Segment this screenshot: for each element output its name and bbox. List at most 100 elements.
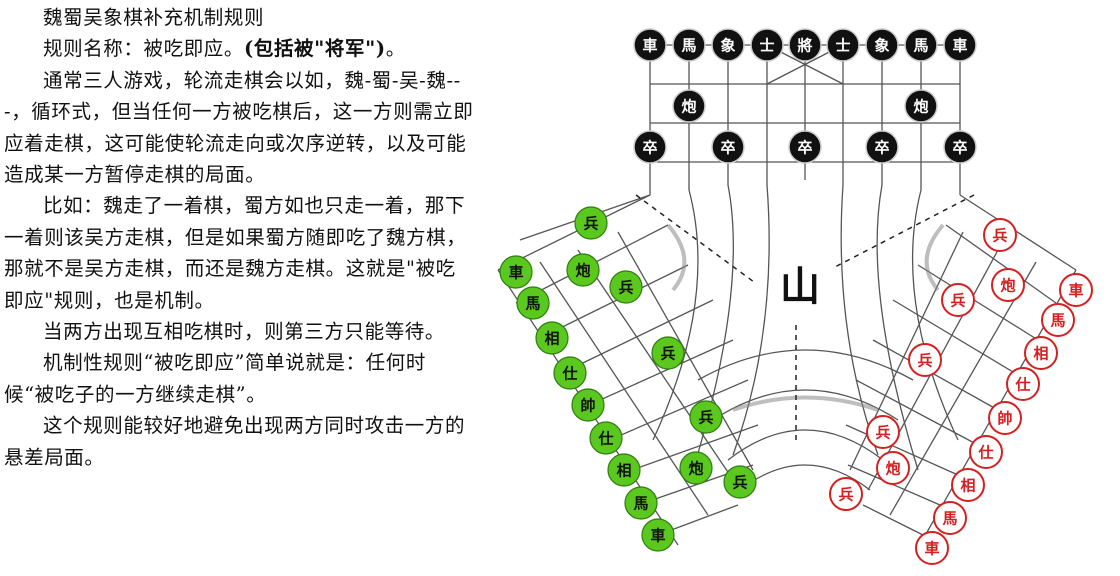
green-soldier-0-label: 兵: [583, 215, 598, 233]
black-back-piece-3[interactable]: 士: [750, 28, 784, 62]
center-mountain-label: 山: [780, 264, 820, 310]
green-cannon-1[interactable]: 炮: [679, 451, 713, 485]
black-soldier-1-label: 卒: [720, 139, 735, 157]
black-back-piece-8[interactable]: 車: [943, 28, 977, 62]
green-back-piece-2[interactable]: 相: [535, 321, 569, 355]
paragraph-mutual-capture: 当两方出现互相吃棋时，则第三方只能等待。: [43, 320, 446, 344]
three-kingdoms-board: 山 車馬象士將士象馬車炮炮卒卒卒卒卒車馬相仕帥仕相馬車炮炮兵兵兵兵兵車馬相仕帥仕…: [497, 28, 1093, 565]
red-soldier-3-label: 兵: [875, 424, 890, 442]
red-back-piece-0-label: 車: [1068, 282, 1083, 300]
red-back-piece-2[interactable]: 相: [1024, 336, 1058, 370]
black-soldier-0[interactable]: 卒: [633, 130, 667, 164]
green-soldier-4[interactable]: 兵: [723, 465, 757, 499]
red-back-piece-6[interactable]: 相: [951, 468, 985, 502]
green-back-piece-8-label: 車: [650, 527, 665, 545]
black-back-piece-6-label: 象: [874, 37, 889, 55]
red-back-piece-4[interactable]: 帥: [988, 401, 1022, 435]
green-soldier-0[interactable]: 兵: [574, 206, 608, 240]
red-soldier-4[interactable]: 兵: [829, 477, 863, 511]
green-cannon-0[interactable]: 炮: [566, 253, 600, 287]
green-soldier-1[interactable]: 兵: [609, 270, 643, 304]
red-cannon-1-label: 炮: [885, 460, 900, 478]
black-soldier-2[interactable]: 卒: [788, 130, 822, 164]
red-back-piece-1[interactable]: 馬: [1041, 303, 1075, 337]
black-soldier-3[interactable]: 卒: [865, 130, 899, 164]
black-back-piece-7-label: 馬: [913, 37, 928, 55]
red-soldier-4-label: 兵: [838, 486, 853, 504]
green-back-piece-4-label: 帥: [580, 397, 595, 415]
green-back-piece-0[interactable]: 車: [499, 255, 533, 289]
red-soldier-2[interactable]: 兵: [908, 343, 942, 377]
black-back-piece-0[interactable]: 車: [633, 28, 667, 62]
black-soldier-4[interactable]: 卒: [943, 130, 977, 164]
black-cannon-1[interactable]: 炮: [904, 89, 938, 123]
red-back-piece-0[interactable]: 車: [1059, 273, 1093, 307]
black-back-piece-0-label: 車: [642, 37, 657, 55]
green-soldier-1-label: 兵: [618, 279, 633, 297]
black-back-piece-3-label: 士: [759, 37, 774, 55]
green-back-piece-7[interactable]: 馬: [624, 486, 658, 520]
green-soldier-2-label: 兵: [660, 345, 675, 363]
red-cannon-1[interactable]: 炮: [876, 451, 910, 485]
rule-name-line: 规则名称：被吃即应。(包括被"将军")。: [4, 33, 474, 64]
red-back-piece-1-label: 馬: [1050, 312, 1065, 330]
black-soldier-4-label: 卒: [952, 139, 967, 157]
green-back-piece-4[interactable]: 帥: [571, 388, 605, 422]
red-back-piece-6-label: 相: [960, 477, 975, 495]
red-back-piece-2-label: 相: [1033, 345, 1048, 363]
green-soldier-3-label: 兵: [698, 409, 713, 427]
red-back-piece-4-label: 帥: [997, 410, 1012, 428]
paragraph-turn-order: 通常三人游戏，轮流走棋会以如，魏-蜀-吴-魏---，循环式，但当任何一方被吃棋后…: [4, 68, 474, 187]
red-soldier-1-label: 兵: [950, 292, 965, 310]
red-back-piece-8-label: 車: [924, 540, 939, 558]
black-back-piece-6[interactable]: 象: [865, 28, 899, 62]
green-back-piece-3[interactable]: 仕: [553, 356, 587, 390]
red-soldier-0[interactable]: 兵: [983, 218, 1017, 252]
rules-text-panel: 魏蜀吴象棋补充机制规则 规则名称：被吃即应。(包括被"将军")。 通常三人游戏，…: [4, 2, 474, 473]
red-back-piece-3[interactable]: 仕: [1006, 367, 1040, 401]
black-back-piece-5-label: 士: [835, 37, 850, 55]
red-soldier-3[interactable]: 兵: [866, 415, 900, 449]
black-back-piece-5[interactable]: 士: [826, 28, 860, 62]
red-soldier-0-label: 兵: [992, 227, 1007, 245]
rule-name-prefix: 规则名称：被吃即应。: [43, 37, 245, 61]
rule-name-suffix: 。: [385, 37, 406, 61]
green-back-piece-2-label: 相: [544, 330, 559, 348]
black-back-piece-2[interactable]: 象: [711, 28, 745, 62]
green-back-piece-8[interactable]: 車: [641, 518, 675, 552]
black-back-piece-2-label: 象: [720, 37, 735, 55]
green-back-piece-0-label: 車: [508, 264, 523, 282]
black-back-piece-1-label: 馬: [681, 37, 696, 55]
black-soldier-0-label: 卒: [642, 139, 657, 157]
green-back-piece-5[interactable]: 仕: [589, 421, 623, 455]
rule-name-bold: (包括被"将军"): [244, 37, 386, 61]
red-back-piece-5[interactable]: 仕: [969, 435, 1003, 469]
green-cannon-1-label: 炮: [688, 460, 703, 478]
red-back-piece-8[interactable]: 車: [915, 531, 949, 565]
green-back-piece-3-label: 仕: [561, 365, 577, 383]
black-back-piece-8-label: 車: [952, 37, 967, 55]
red-cannon-0-label: 炮: [1000, 277, 1015, 295]
green-soldier-2[interactable]: 兵: [651, 336, 685, 370]
green-soldier-3[interactable]: 兵: [689, 400, 723, 434]
red-back-piece-3-label: 仕: [1014, 376, 1030, 394]
black-back-piece-4-label: 將: [797, 37, 812, 55]
red-cannon-0[interactable]: 炮: [991, 268, 1025, 302]
green-back-piece-1-label: 馬: [525, 295, 540, 313]
green-back-piece-7-label: 馬: [633, 495, 648, 513]
pieces-layer: 車馬象士將士象馬車炮炮卒卒卒卒卒車馬相仕帥仕相馬車炮炮兵兵兵兵兵車馬相仕帥仕相馬…: [499, 28, 1093, 565]
red-soldier-1[interactable]: 兵: [941, 283, 975, 317]
paragraph-example: 比如：魏走了一着棋，蜀方如也只走一着，那下一着则该吴方走棋，但是如果蜀方随即吃了…: [4, 194, 467, 312]
green-back-piece-6[interactable]: 相: [607, 453, 641, 487]
green-back-piece-5-label: 仕: [597, 430, 613, 448]
red-soldier-2-label: 兵: [917, 352, 932, 370]
red-back-piece-7[interactable]: 馬: [933, 501, 967, 535]
black-back-piece-7[interactable]: 馬: [904, 28, 938, 62]
black-soldier-1[interactable]: 卒: [711, 130, 745, 164]
article-title: 魏蜀吴象棋补充机制规则: [43, 6, 265, 29]
black-cannon-0-label: 炮: [681, 98, 696, 116]
black-cannon-0[interactable]: 炮: [672, 89, 706, 123]
black-back-piece-1[interactable]: 馬: [672, 28, 706, 62]
black-back-piece-4[interactable]: 將: [788, 28, 822, 62]
green-back-piece-1[interactable]: 馬: [516, 286, 550, 320]
